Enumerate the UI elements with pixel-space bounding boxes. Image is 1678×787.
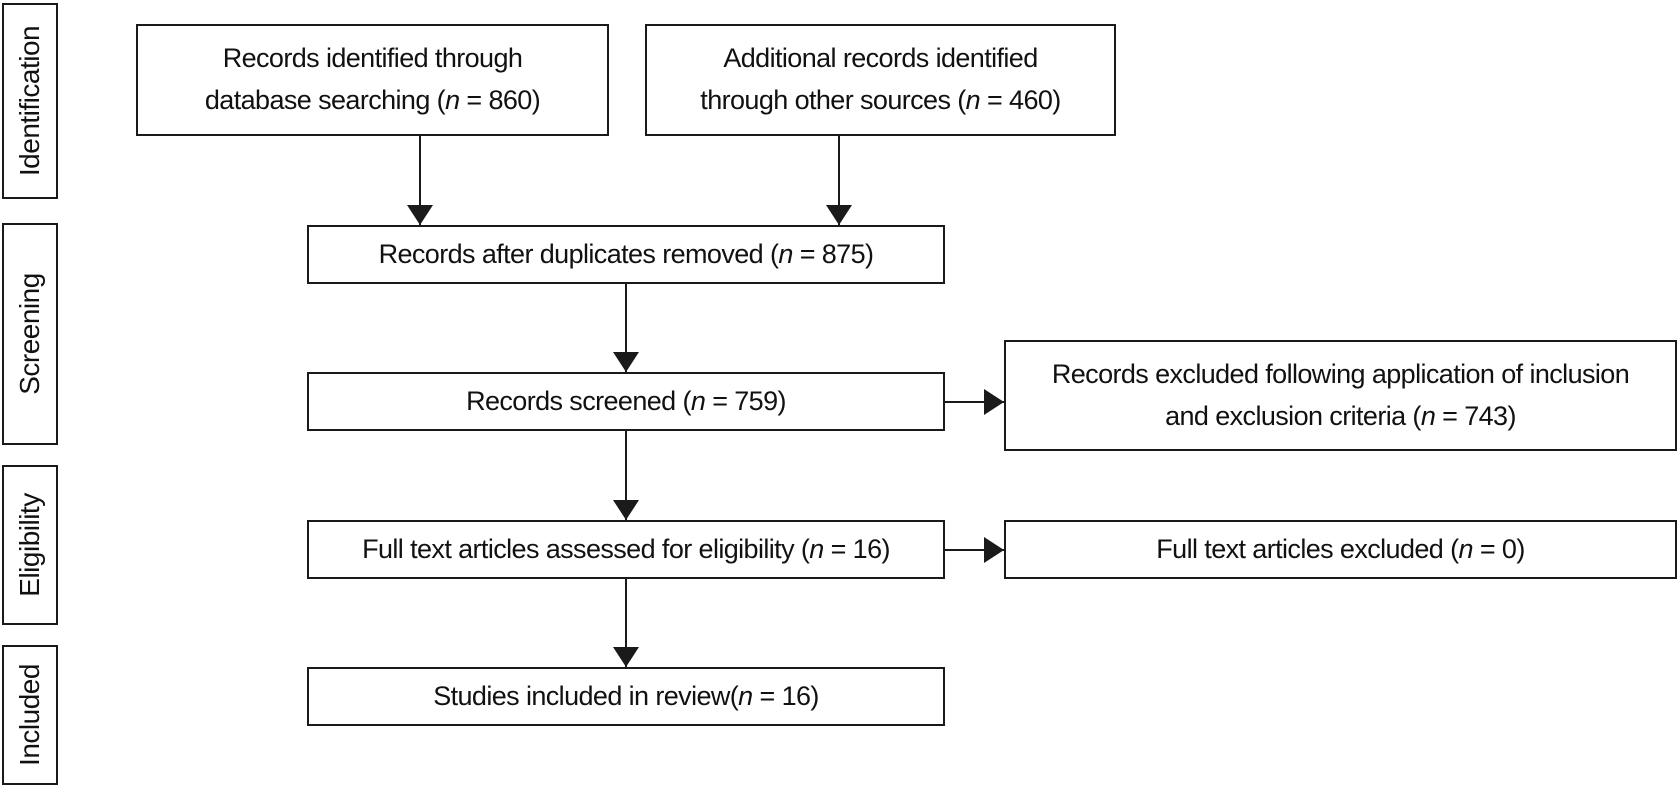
- records-excluded-line1: Records excluded following application o…: [1051, 358, 1630, 389]
- other-sources-line1: Additional records identified: [723, 43, 1038, 74]
- database-line1: Records identified through: [222, 43, 523, 74]
- box-database-searching: Records identified through database sear…: [136, 24, 609, 136]
- box-full-text-excluded: Full text articles excluded (n = 0): [1004, 520, 1677, 579]
- box-other-sources: Additional records identified through ot…: [645, 24, 1116, 136]
- stage-identification-label: Identification: [14, 25, 45, 177]
- records-screened-text: Records screened (n = 759): [466, 385, 786, 416]
- stage-screening: Screening: [2, 223, 58, 445]
- records-excluded-line2: and exclusion criteria (n = 743): [1165, 400, 1516, 431]
- stage-eligibility: Eligibility: [2, 465, 58, 625]
- other-sources-line2: through other sources (n = 460): [700, 85, 1061, 115]
- stage-included-label: Included: [14, 664, 45, 766]
- full-text-assessed-text: Full text articles assessed for eligibil…: [362, 533, 890, 564]
- box-records-excluded: Records excluded following application o…: [1004, 340, 1677, 451]
- stage-included: Included: [2, 645, 58, 785]
- after-duplicates-text: Records after duplicates removed (n = 87…: [378, 238, 874, 269]
- box-after-duplicates: Records after duplicates removed (n = 87…: [307, 225, 945, 284]
- stage-screening-label: Screening: [14, 273, 45, 395]
- database-line2: database searching (n = 860): [204, 85, 541, 115]
- box-records-screened: Records screened (n = 759): [307, 372, 945, 431]
- studies-included-text: Studies included in review(n = 16): [433, 680, 819, 711]
- full-text-excluded-text: Full text articles excluded (n = 0): [1156, 533, 1525, 564]
- stage-eligibility-label: Eligibility: [14, 493, 45, 597]
- box-full-text-assessed: Full text articles assessed for eligibil…: [307, 520, 945, 579]
- stage-identification: Identification: [2, 3, 58, 199]
- box-studies-included: Studies included in review(n = 16): [307, 667, 945, 726]
